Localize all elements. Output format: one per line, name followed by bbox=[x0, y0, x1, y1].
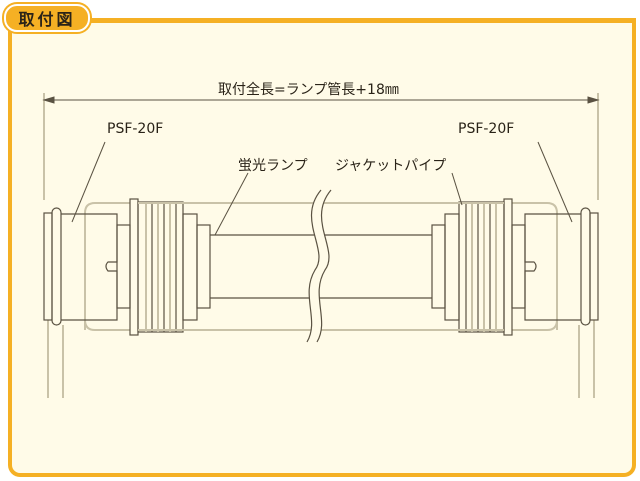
panel-title: 取付図 bbox=[4, 4, 90, 32]
jacket-pipe-label: ジャケットパイプ bbox=[335, 158, 447, 174]
break-mark bbox=[307, 186, 331, 345]
left-socket-assembly bbox=[43, 92, 311, 399]
right-socket-assembly bbox=[331, 92, 599, 399]
left-socket-label: PSF-20F bbox=[107, 121, 164, 137]
dimension-label: 取付全長=ランプ管長+18㎜ bbox=[218, 82, 399, 98]
lamp-label: 蛍光ランプ bbox=[238, 158, 308, 174]
right-socket-label: PSF-20F bbox=[458, 121, 515, 137]
dimension-line bbox=[42, 96, 600, 104]
